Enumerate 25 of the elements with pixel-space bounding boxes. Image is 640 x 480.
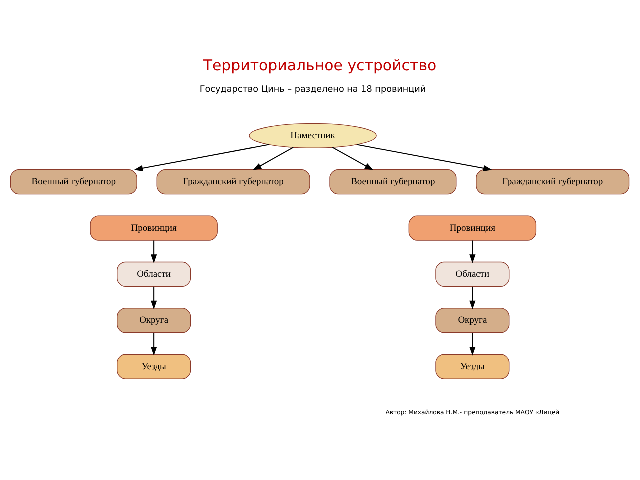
arrow: [150, 286, 158, 310]
arrow: [332, 146, 374, 170]
node-box: Округа: [117, 308, 192, 333]
arrow: [150, 240, 158, 263]
arrow: [470, 332, 476, 356]
node-box: Провинция: [408, 215, 537, 240]
arrow: [150, 332, 158, 356]
arrow: [134, 144, 270, 171]
node-box: Округа: [436, 308, 510, 333]
node-box: Военный губернатор: [10, 169, 138, 194]
node-box: Области: [117, 261, 192, 287]
arrow: [356, 144, 492, 171]
node-box: Уезды: [117, 354, 192, 379]
label: Государство Цинь – разделено на 18 провинций: [200, 84, 426, 94]
diagram-title: Территориальное устройство: [203, 56, 437, 74]
node-box: Уезды: [436, 354, 510, 379]
node-box: Военный губернатор: [330, 169, 457, 194]
node-box: Провинция: [90, 215, 218, 240]
node-box: Гражданский губернатор: [476, 169, 630, 194]
node-box: Области: [436, 261, 510, 287]
node-box: Гражданский губернатор: [156, 169, 310, 194]
arrow: [252, 146, 294, 170]
arrow: [470, 240, 476, 263]
arrow: [470, 286, 476, 310]
node-ellipse: Наместник: [249, 122, 377, 148]
